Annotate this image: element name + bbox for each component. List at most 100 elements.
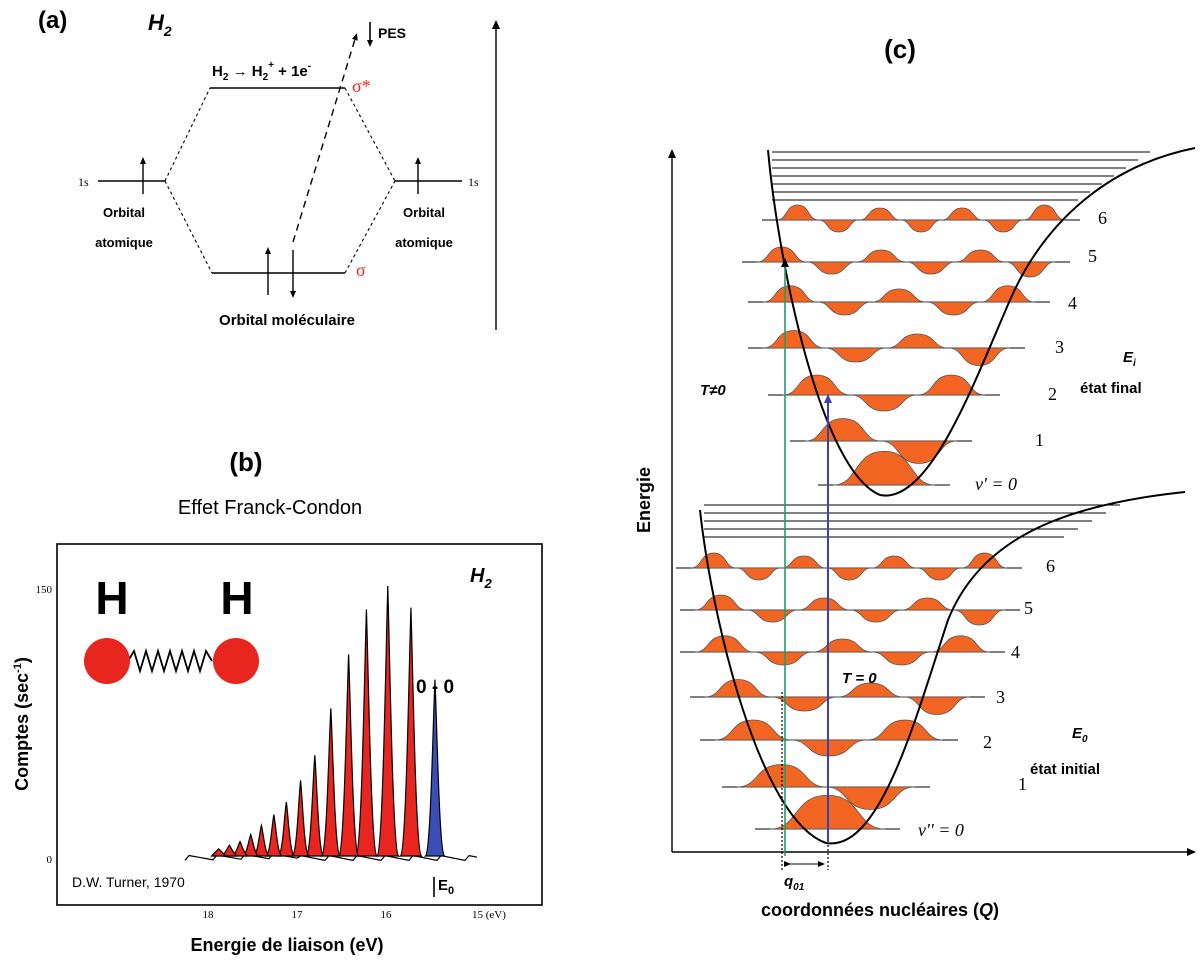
spectrum-peak xyxy=(423,679,447,857)
molecular-orbital-label: Orbital moléculaire xyxy=(219,312,355,329)
spectrum-peak xyxy=(241,832,260,857)
atom-h-left: H xyxy=(95,572,128,624)
x-tick-15: 15 (eV) xyxy=(472,909,506,921)
upper-wave-lobe xyxy=(782,374,851,396)
spectrum-peak xyxy=(220,844,238,857)
t-nonzero-label: T≠0 xyxy=(700,382,726,399)
upper-wave-lobe xyxy=(817,301,872,316)
upper-wave-lobe xyxy=(850,394,918,412)
upper-wave-lobe xyxy=(880,440,958,464)
lower-wave-lobe xyxy=(714,719,792,741)
lower-wave-lobe xyxy=(736,567,782,581)
upper-wave-lobe xyxy=(900,219,942,233)
upper-wave-lobe xyxy=(856,249,907,263)
lower-level-label: 3 xyxy=(996,687,1005,707)
spectrum-peak xyxy=(277,801,296,857)
lower-wave-lobe xyxy=(736,764,827,788)
left-1s-label: 1s xyxy=(78,175,89,189)
upper-wave-lobe xyxy=(926,301,981,316)
left-orbital-label-1: Orbital xyxy=(103,205,145,220)
upper-wave-lobe xyxy=(955,249,1006,263)
lower-wave-lobe xyxy=(901,597,954,611)
lower-wave-lobe xyxy=(916,567,962,581)
coordinate-axis-label: coordonnées nucléaires (Q) xyxy=(761,900,999,920)
lower-wave-lobe xyxy=(781,555,827,569)
correlation-lines xyxy=(164,87,396,274)
x-tick-17: 17 xyxy=(292,909,304,921)
upper-wave-lobe xyxy=(859,207,901,221)
upper-wave-lobe xyxy=(871,288,927,303)
lower-wave-lobe xyxy=(826,567,872,581)
lower-wave-lobe xyxy=(930,635,991,653)
upper-level-label: 3 xyxy=(1055,337,1064,357)
upper-wave-lobe xyxy=(941,207,983,221)
spectrum-peak xyxy=(398,607,424,857)
lower-potential-curve xyxy=(699,491,1186,845)
lower-wave-lobe xyxy=(812,638,873,653)
lower-wave-lobe xyxy=(694,594,747,611)
spectrum-peak xyxy=(304,755,325,857)
panel-b: (b) Effet Franck-Condon Comptes (sec-1) … xyxy=(12,447,543,955)
right-1s-label: 1s xyxy=(468,175,479,189)
upper-level-label: 1 xyxy=(1035,430,1044,450)
lower-level-label: 5 xyxy=(1024,598,1033,618)
upper-level-label: v' = 0 xyxy=(975,474,1017,494)
spectrum-peak xyxy=(375,585,401,857)
x-tick-16: 16 xyxy=(381,909,393,921)
spectrum-peak xyxy=(354,609,379,857)
y-tick-0: 0 xyxy=(47,854,53,866)
spectrum-x-label: Energie de liaison (eV) xyxy=(190,935,383,955)
right-orbital-label-1: Orbital xyxy=(403,205,445,220)
atom-h-right: H xyxy=(220,572,253,624)
right-orbital-label-2: atomique xyxy=(395,235,453,250)
upper-wave-lobe xyxy=(818,219,860,233)
lower-wave-lobe xyxy=(825,786,916,810)
atom-ball-right xyxy=(213,638,259,684)
lower-wave-lobe xyxy=(746,609,799,623)
e0-label: E0 xyxy=(438,877,454,897)
panel-a-molecule: H2 xyxy=(148,10,172,39)
upper-level-label: 5 xyxy=(1088,246,1097,266)
lower-wave-lobe xyxy=(837,682,904,698)
lower-wave-lobe xyxy=(849,609,902,623)
spectrum-peak xyxy=(231,840,249,857)
lower-level-label: 1 xyxy=(1018,774,1027,794)
panel-a: (a) H2 PES H2 → H2+ + 1e- σ* σ 1s 1s xyxy=(38,7,500,330)
spectrum-peak xyxy=(320,708,342,857)
initial-state-label: état initial xyxy=(1030,761,1100,778)
sigma-star-label: σ* xyxy=(352,76,371,96)
initial-state-symbol: E0 xyxy=(1072,725,1088,745)
bond-spring xyxy=(127,647,213,675)
lower-level-label: 6 xyxy=(1046,556,1055,576)
upper-wave-lobe xyxy=(1023,204,1066,221)
lower-level-label: 4 xyxy=(1011,642,1020,662)
spectrum-peak xyxy=(290,780,311,857)
spectrum-y-label: Comptes (sec-1) xyxy=(12,657,32,791)
panel-a-label: (a) xyxy=(38,7,67,34)
upper-wave-lobe xyxy=(980,285,1036,303)
ionization-reaction: H2 → H2+ + 1e- xyxy=(212,60,311,83)
q01-label: q01 xyxy=(784,873,805,893)
t-zero-label: T = 0 xyxy=(842,670,877,687)
panel-b-molecule: H2 xyxy=(470,565,492,591)
lower-wave-lobe xyxy=(903,696,971,715)
credit-label: D.W. Turner, 1970 xyxy=(72,874,185,890)
lower-wave-lobe xyxy=(961,552,1008,569)
spectrum-plot xyxy=(184,585,478,862)
peak-0-0-label: 0 - 0 xyxy=(416,677,454,698)
lower-wave-lobe xyxy=(953,609,1006,626)
upper-wave-lobe xyxy=(762,330,825,349)
upper-wave-lobe xyxy=(905,261,956,275)
lower-wave-lobe xyxy=(753,651,814,666)
panel-b-label: (b) xyxy=(229,447,262,477)
y-tick-150: 150 xyxy=(36,584,53,596)
final-state-label: état final xyxy=(1080,380,1142,397)
pes-label: PES xyxy=(378,25,406,41)
final-state-symbol: Ei xyxy=(1123,349,1136,369)
upper-wave-lobe xyxy=(824,347,887,363)
spectrum-peak xyxy=(252,823,271,857)
lower-wave-lobe xyxy=(704,679,772,698)
panel-b-title: Effet Franck-Condon xyxy=(178,497,362,519)
